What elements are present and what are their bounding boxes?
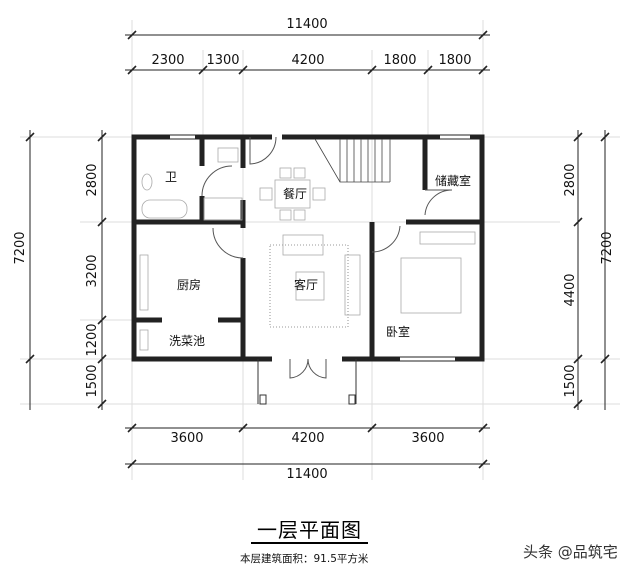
porch bbox=[257, 359, 357, 405]
furniture bbox=[139, 147, 476, 351]
top-dim: 2300 bbox=[151, 53, 184, 68]
room-label-bathroom: 卫 bbox=[165, 170, 177, 184]
room-label-bedroom: 卧室 bbox=[386, 324, 410, 339]
area-note: 本层建筑面积：91.5平方米 bbox=[240, 553, 369, 565]
top-dim: 1800 bbox=[383, 53, 416, 68]
room-label-dining: 餐厅 bbox=[283, 186, 307, 201]
room-label-kitchen: 厨房 bbox=[177, 277, 201, 292]
bottom-dim: 4200 bbox=[291, 431, 324, 446]
watermark: 头条 @品筑宅 bbox=[523, 543, 618, 561]
walls bbox=[131, 134, 485, 362]
room-label-storage: 储藏室 bbox=[435, 173, 471, 188]
bottom-dim: 3600 bbox=[411, 431, 444, 446]
room-label-living: 客厅 bbox=[294, 277, 318, 292]
top-total-dim: 11400 bbox=[286, 17, 327, 32]
top-dim: 1800 bbox=[438, 53, 471, 68]
left-dim: 2800 bbox=[85, 163, 100, 196]
drawing-title: 一层平面图 bbox=[251, 518, 368, 544]
doors-windows bbox=[170, 135, 470, 379]
staircase bbox=[314, 138, 391, 183]
left-total-dim: 7200 bbox=[13, 231, 28, 264]
right-dim: 1500 bbox=[563, 364, 578, 397]
left-dim: 1200 bbox=[85, 323, 100, 356]
right-dim: 2800 bbox=[563, 163, 578, 196]
dimension-lines bbox=[25, 30, 610, 469]
left-dim: 1500 bbox=[85, 364, 100, 397]
left-dim: 3200 bbox=[85, 254, 100, 287]
top-dim: 1300 bbox=[206, 53, 239, 68]
bottom-total-dim: 11400 bbox=[286, 467, 327, 482]
bottom-dim: 3600 bbox=[170, 431, 203, 446]
top-dim: 4200 bbox=[291, 53, 324, 68]
right-total-dim: 7200 bbox=[600, 231, 615, 264]
right-dim: 4400 bbox=[563, 273, 578, 306]
axis-grid bbox=[20, 20, 620, 480]
room-label-sink: 洗菜池 bbox=[169, 334, 205, 348]
